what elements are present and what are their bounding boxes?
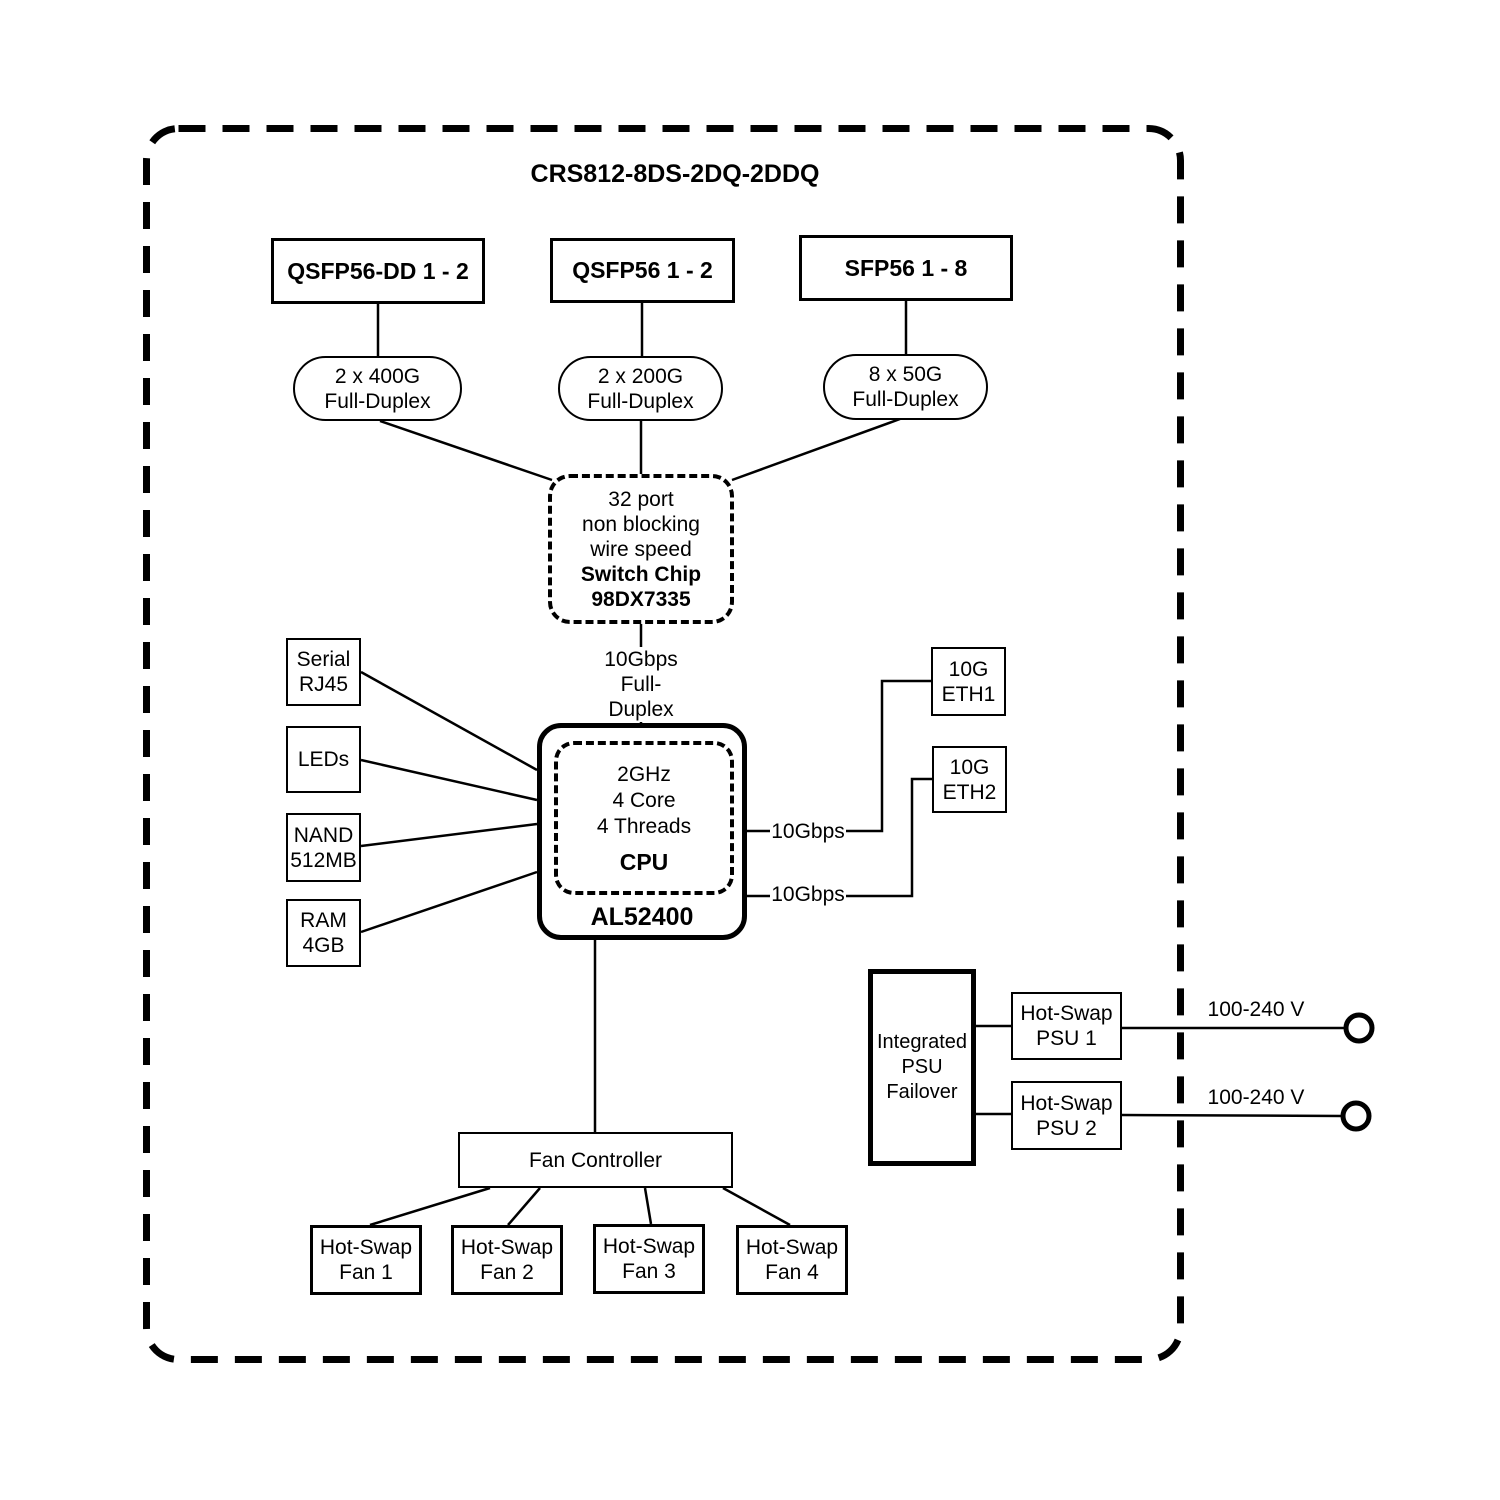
capacity-speed: 2 x 400G	[334, 364, 421, 388]
capacity-duplex: Full-Duplex	[324, 389, 431, 413]
fan-line2: Fan 3	[622, 1260, 676, 1283]
connector-fancontroller-fan1	[369, 1186, 491, 1227]
switch-chip-model: 98DX7335	[591, 587, 691, 611]
port-group-label: QSFP56-DD 1 - 2	[287, 257, 469, 284]
switch-chip: 32 port non blocking wire speed Switch C…	[548, 474, 734, 624]
fan-line1: Hot-Swap	[602, 1235, 696, 1258]
peripheral-line1: NAND	[293, 823, 354, 847]
switch-chip-line1: 32 port	[608, 487, 674, 511]
connector-cpu-eth1	[747, 679, 931, 833]
fan-line2: Fan 1	[339, 1261, 393, 1284]
cpu-cores: 4 Core	[612, 788, 676, 812]
peripheral-ram: RAM 4GB	[286, 899, 361, 967]
psu-line2: PSU 2	[1036, 1116, 1097, 1140]
switch-chip-name: Switch Chip	[580, 562, 702, 586]
eth-speed: 10G	[949, 755, 990, 779]
fan4: Hot-Swap Fan 4	[736, 1225, 848, 1295]
device-enclosure-border	[143, 125, 1184, 1363]
uplink-label: 10Gbps Full-Duplex	[596, 647, 686, 722]
psu2: Hot-Swap PSU 2	[1011, 1081, 1122, 1150]
capacity-200g: 2 x 200G Full-Duplex	[558, 356, 723, 421]
eth-name: ETH1	[941, 682, 996, 706]
peripheral-leds: LEDs	[286, 726, 361, 793]
ac-inlet-1-icon	[1343, 1012, 1375, 1044]
cpu-clock: 2GHz	[617, 762, 671, 786]
switch-chip-line2: non blocking	[582, 512, 700, 536]
port-group-label: SFP56 1 - 8	[844, 254, 968, 281]
connector-fancontroller-fan3	[643, 1187, 653, 1225]
connector-50g-switchchip	[731, 417, 901, 482]
cpu-block: 2GHz 4 Core 4 Threads CPU AL52400	[537, 723, 747, 940]
capacity-400g: 2 x 400G Full-Duplex	[293, 356, 462, 421]
eth2-port: 10G ETH2	[932, 746, 1007, 813]
peripheral-line1: Serial	[296, 648, 351, 671]
peripheral-line1: RAM	[300, 909, 347, 932]
capacity-duplex: Full-Duplex	[587, 389, 694, 413]
ac-input-label-1: 100-240 V	[1207, 998, 1305, 1021]
peripheral-nand: NAND 512MB	[286, 813, 361, 882]
capacity-duplex: Full-Duplex	[852, 388, 959, 411]
connector-serial-cpu	[360, 670, 538, 772]
peripheral-line2: RJ45	[298, 673, 349, 696]
uplink-duplex: Full-Duplex	[608, 673, 674, 721]
cpu-model: AL52400	[590, 903, 694, 931]
fan-line1: Hot-Swap	[460, 1236, 554, 1259]
cpu-threads: 4 Threads	[596, 814, 692, 838]
port-group-label: QSFP56 1 - 2	[572, 257, 713, 283]
port-group-sfp56: SFP56 1 - 8	[799, 235, 1013, 301]
fan3: Hot-Swap Fan 3	[593, 1224, 705, 1294]
connector-psu2-inlet	[1121, 1113, 1344, 1118]
eth1-port: 10G ETH1	[931, 647, 1006, 716]
peripheral-serial: Serial RJ45	[286, 638, 361, 706]
eth-name: ETH2	[942, 780, 997, 804]
capacity-50g: 8 x 50G Full-Duplex	[823, 354, 988, 420]
psu-line1: Hot-Swap	[1020, 1091, 1113, 1115]
uplink-speed: 10Gbps	[604, 648, 678, 671]
fan-line2: Fan 4	[765, 1261, 819, 1284]
device-title: CRS812-8DS-2DQ-2DDQ	[530, 160, 820, 188]
peripheral-line2: 4GB	[302, 934, 345, 957]
connector-ram-cpu	[360, 870, 538, 934]
eth2-link-label: 10Gbps	[770, 882, 846, 907]
switch-chip-line3: wire speed	[590, 537, 692, 561]
cpu-core-block: 2GHz 4 Core 4 Threads CPU	[554, 741, 734, 895]
connector-leds-cpu	[360, 758, 538, 802]
psu-failover-line3: Failover	[886, 1081, 958, 1103]
connector-nand-cpu	[360, 822, 538, 848]
fan-line1: Hot-Swap	[319, 1236, 413, 1259]
connector-fancontroller-fan4	[722, 1186, 791, 1227]
port-group-qsfp56: QSFP56 1 - 2	[550, 238, 735, 303]
peripheral-line1: LEDs	[297, 748, 350, 771]
eth1-link-label: 10Gbps	[770, 819, 846, 844]
port-group-qsfp56dd: QSFP56-DD 1 - 2	[271, 238, 485, 304]
fan2: Hot-Swap Fan 2	[451, 1225, 563, 1295]
psu-failover: Integrated PSU Failover	[868, 969, 976, 1166]
fan1: Hot-Swap Fan 1	[310, 1225, 422, 1295]
psu1: Hot-Swap PSU 1	[1011, 992, 1122, 1060]
psu-failover-line1: Integrated	[876, 1031, 968, 1053]
fan-line2: Fan 2	[480, 1261, 534, 1284]
psu-failover-line2: PSU	[901, 1056, 943, 1078]
psu-line2: PSU 1	[1036, 1027, 1097, 1050]
capacity-speed: 8 x 50G	[868, 363, 943, 386]
connector-fancontroller-fan2	[507, 1187, 541, 1226]
fan-controller-label: Fan Controller	[528, 1148, 663, 1172]
eth-speed: 10G	[948, 657, 989, 681]
fan-line1: Hot-Swap	[745, 1236, 839, 1259]
cpu-label: CPU	[619, 848, 669, 875]
peripheral-line2: 512MB	[290, 848, 357, 872]
psu-line1: Hot-Swap	[1020, 1002, 1113, 1025]
connector-400g-switchchip	[379, 419, 553, 482]
capacity-speed: 2 x 200G	[597, 364, 684, 388]
fan-controller: Fan Controller	[458, 1132, 733, 1188]
ac-inlet-2-icon	[1340, 1100, 1372, 1132]
ac-input-label-2: 100-240 V	[1207, 1086, 1305, 1109]
